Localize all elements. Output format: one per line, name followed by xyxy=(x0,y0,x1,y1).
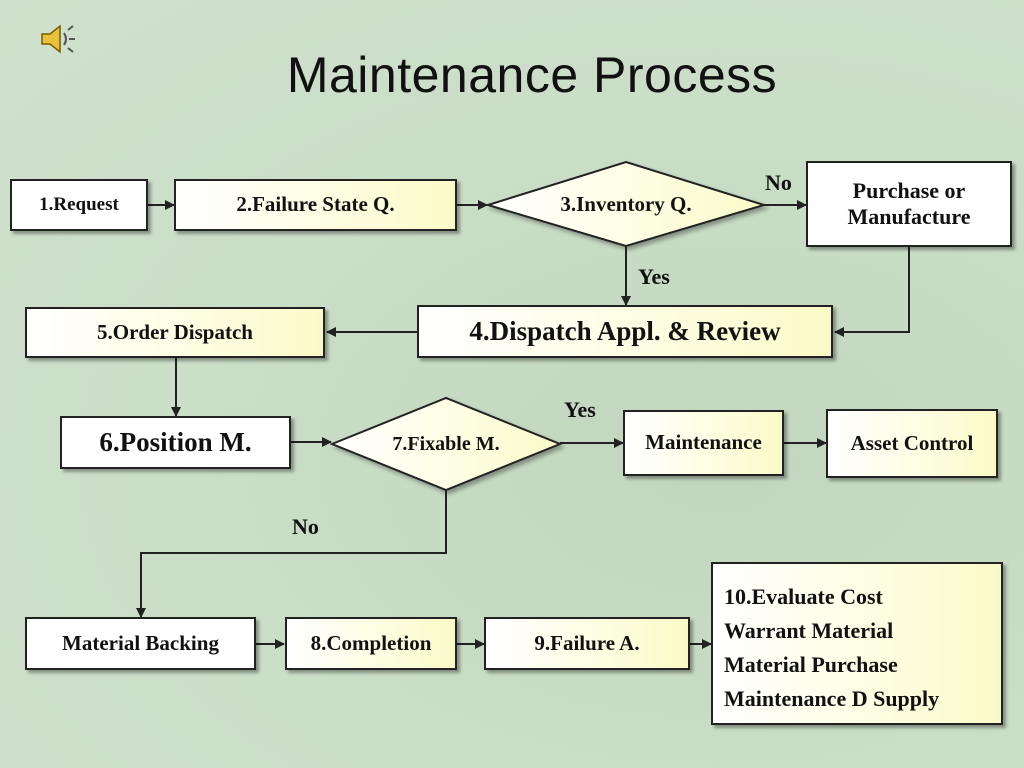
node-dispatch-review: 4.Dispatch Appl. & Review xyxy=(417,305,833,358)
label-inventory-no: No xyxy=(765,170,792,195)
node-purchase: Purchase or Manufacture xyxy=(806,161,1012,247)
node-inventory: 3.Inventory Q. xyxy=(560,191,692,216)
label-fixable-no: No xyxy=(292,514,319,539)
node-fixable: 7.Fixable M. xyxy=(392,432,500,455)
node-asset-control: Asset Control xyxy=(826,409,998,478)
node-maintenance: Maintenance xyxy=(623,410,784,476)
speaker-icon[interactable] xyxy=(38,22,78,56)
node-completion: 8.Completion xyxy=(285,617,457,670)
page-title: Maintenance Process xyxy=(286,47,778,103)
label-inventory-yes: Yes xyxy=(638,264,670,289)
node-failure-state: 2.Failure State Q. xyxy=(174,179,457,231)
node-evaluate: 10.Evaluate Cost Warrant Material Materi… xyxy=(711,562,1003,725)
node-order-dispatch: 5.Order Dispatch xyxy=(25,307,325,358)
label-fixable-yes: Yes xyxy=(564,397,596,422)
node-failure-a: 9.Failure A. xyxy=(484,617,690,670)
node-request: 1.Request xyxy=(10,179,148,231)
node-material-backing: Material Backing xyxy=(25,617,256,670)
node-position: 6.Position M. xyxy=(60,416,291,469)
